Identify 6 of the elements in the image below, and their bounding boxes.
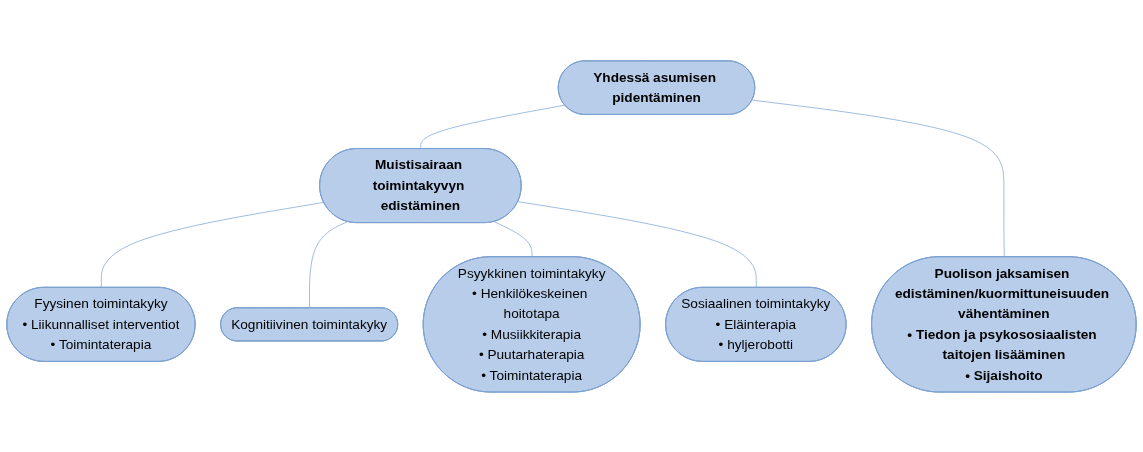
connector: [420, 104, 566, 149]
connector: [100, 201, 325, 288]
connector: [309, 220, 348, 309]
connector: [751, 99, 1005, 258]
connector: [493, 220, 533, 258]
connector: [517, 200, 757, 288]
